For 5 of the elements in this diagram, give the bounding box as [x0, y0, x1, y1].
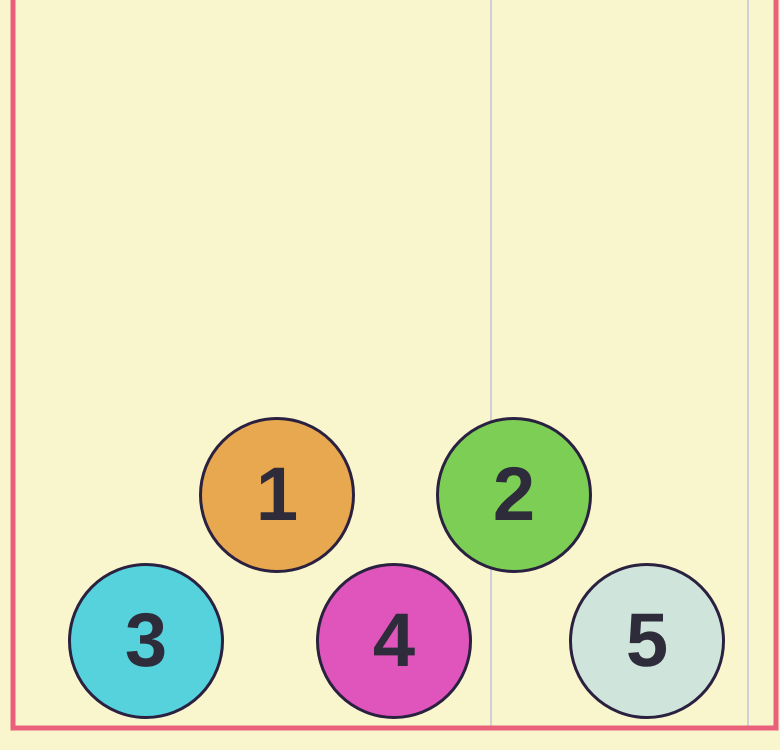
circle-number: 2: [492, 457, 536, 533]
circle-number: 5: [626, 603, 668, 679]
circle-number: 1: [256, 457, 298, 533]
circle-number: 4: [372, 603, 416, 679]
circle-number: 3: [124, 603, 168, 679]
